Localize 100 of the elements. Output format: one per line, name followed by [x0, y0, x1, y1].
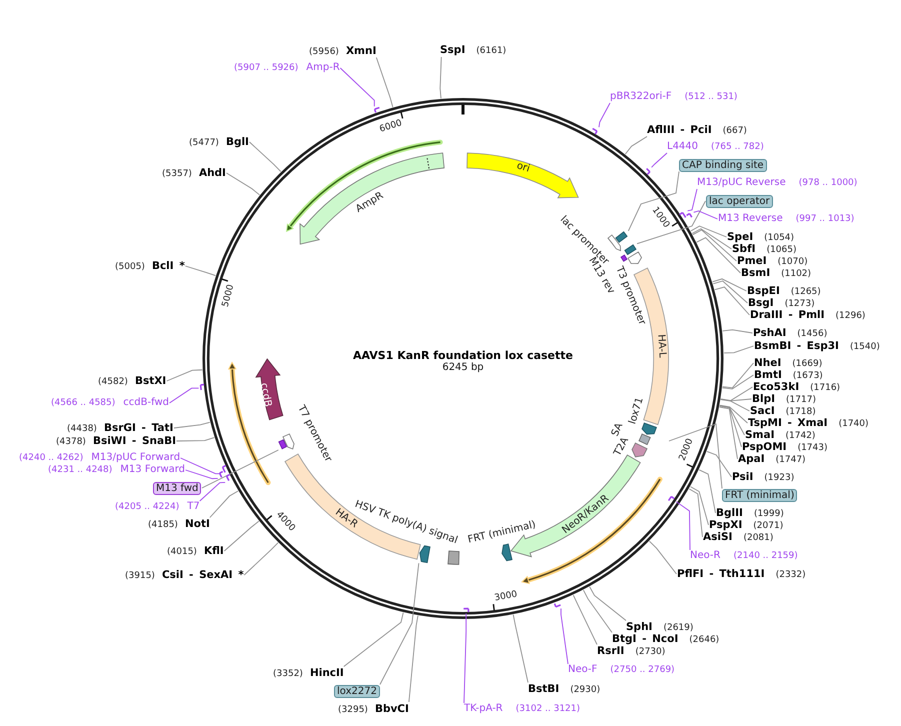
- leader-line: [696, 237, 741, 274]
- enzyme-name: PflFI - Tth111I: [677, 568, 765, 580]
- enzyme-name: BglI: [226, 136, 249, 148]
- primer-mark: [218, 470, 224, 478]
- feature-tag: CAP binding site: [679, 158, 767, 172]
- primer-position: (4231 .. 4248): [48, 464, 112, 476]
- primer-position: (5907 .. 5926): [234, 62, 298, 74]
- leader-line: [687, 188, 698, 212]
- feature-block: [624, 244, 638, 256]
- primer-position: (4240 .. 4262): [19, 452, 84, 464]
- leader-line: [169, 388, 200, 404]
- enzyme-name: BspEI: [747, 284, 780, 296]
- enzyme-name: BsrGI - TatI: [104, 422, 174, 434]
- leader-line: [719, 404, 748, 424]
- scale-label: 5000: [222, 284, 237, 308]
- primer-mark: [198, 382, 206, 392]
- cut-position: (1102): [781, 268, 812, 280]
- cut-position: (3915): [125, 570, 155, 582]
- enzyme-name: PsiI: [732, 470, 754, 482]
- sequence-length: 6245 bp: [442, 362, 484, 374]
- leader-line: [173, 422, 210, 428]
- leader-line: [464, 613, 467, 704]
- cut-position: (1273): [784, 298, 815, 310]
- enzyme-name: BsgI: [748, 296, 774, 308]
- cut-position: (1923): [764, 472, 794, 484]
- primer-name: TK-pA-R: [464, 703, 503, 715]
- enzyme-name: SbfI: [732, 242, 756, 254]
- feature-tag: M13 fwd: [153, 482, 202, 494]
- leader-line: [209, 490, 239, 518]
- leader-line: [668, 423, 722, 489]
- primer-mark: [645, 167, 652, 176]
- primer-position: (2140 .. 2159): [734, 550, 798, 562]
- primer-mark: [591, 127, 599, 136]
- leader-line: [722, 374, 754, 390]
- cut-position: (5477): [189, 136, 219, 148]
- enzyme-name: TspMI - XmaI: [748, 416, 828, 428]
- enzyme-name: BlpI: [752, 392, 776, 404]
- feature-label: ori: [515, 161, 531, 175]
- cut-position: (1540): [850, 340, 880, 352]
- leader-line: [720, 399, 750, 412]
- feature-label: lox71: [628, 396, 646, 426]
- cut-position: (1673): [792, 370, 823, 382]
- cut-position: (1716): [810, 382, 840, 394]
- cut-position: (2730): [635, 646, 666, 658]
- leader-line: [692, 228, 732, 250]
- leader-line: [688, 488, 703, 538]
- enzyme-name: BglII: [716, 506, 743, 518]
- feature-tag: lac operator: [706, 194, 773, 208]
- enzyme-name: SacI: [750, 404, 775, 416]
- leader-line: [720, 386, 753, 401]
- primer-name: ccdB-fwd: [123, 397, 169, 409]
- leader-line: [560, 608, 568, 664]
- primer-name: L4440: [667, 141, 698, 153]
- cut-position: (1717): [786, 394, 816, 406]
- leader-line: [706, 450, 732, 478]
- cut-position: (1296): [836, 310, 866, 322]
- cut-position: (1742): [786, 430, 816, 442]
- leader-line: [624, 136, 648, 155]
- leader-line: [166, 369, 203, 382]
- leader-line: [719, 406, 738, 460]
- enzyme-name: PspXI: [709, 518, 742, 530]
- leader-line: [376, 57, 394, 108]
- cut-position: (4015): [167, 546, 197, 558]
- enzyme-name: BclI *: [152, 260, 185, 272]
- primer-name: M13/pUC Reverse: [697, 177, 786, 189]
- leader-line: [719, 406, 742, 448]
- leader-line: [698, 469, 716, 514]
- primer-position: (4205 .. 4224): [115, 501, 180, 513]
- primer-name: Neo-R: [690, 550, 720, 562]
- cut-position: (1065): [766, 244, 796, 256]
- primer-name: M13 Reverse: [718, 213, 783, 225]
- cut-position: (2646): [689, 634, 720, 646]
- leader-line: [249, 142, 282, 172]
- enzyme-name: BtgI - NcoI: [612, 632, 678, 644]
- cut-position: (2930): [570, 684, 600, 696]
- leader-line: [636, 200, 706, 244]
- leader-line: [244, 542, 279, 576]
- enzyme-name: BstXI: [134, 374, 166, 386]
- feature-label: ccdB: [258, 382, 272, 408]
- primer-position: (997 .. 1013): [796, 213, 854, 225]
- leader-line: [512, 614, 528, 683]
- enzyme-name: NheI: [754, 356, 782, 368]
- cut-position: (4378): [56, 436, 86, 448]
- enzyme-name: HincII: [310, 666, 344, 678]
- primer-name: M13/pUC Forward: [91, 452, 180, 464]
- primer-name: pBR322ori-F: [610, 91, 672, 103]
- leader-line: [176, 437, 215, 442]
- enzyme-name: BstBI: [528, 682, 560, 694]
- leader-line: [380, 562, 420, 685]
- enzyme-name: AhdI: [198, 166, 226, 178]
- enzyme-name: RsrII: [597, 644, 624, 656]
- feature-label: SA: [610, 422, 626, 438]
- leader-line: [722, 329, 753, 334]
- leader-line: [648, 540, 677, 574]
- enzyme-name: SphI: [626, 620, 652, 632]
- enzyme-name: PmeI: [737, 254, 767, 266]
- leader-line: [628, 171, 680, 232]
- cut-position: (1740): [838, 418, 869, 430]
- cut-position: (1999): [754, 508, 784, 520]
- cut-position: (6161): [476, 44, 506, 56]
